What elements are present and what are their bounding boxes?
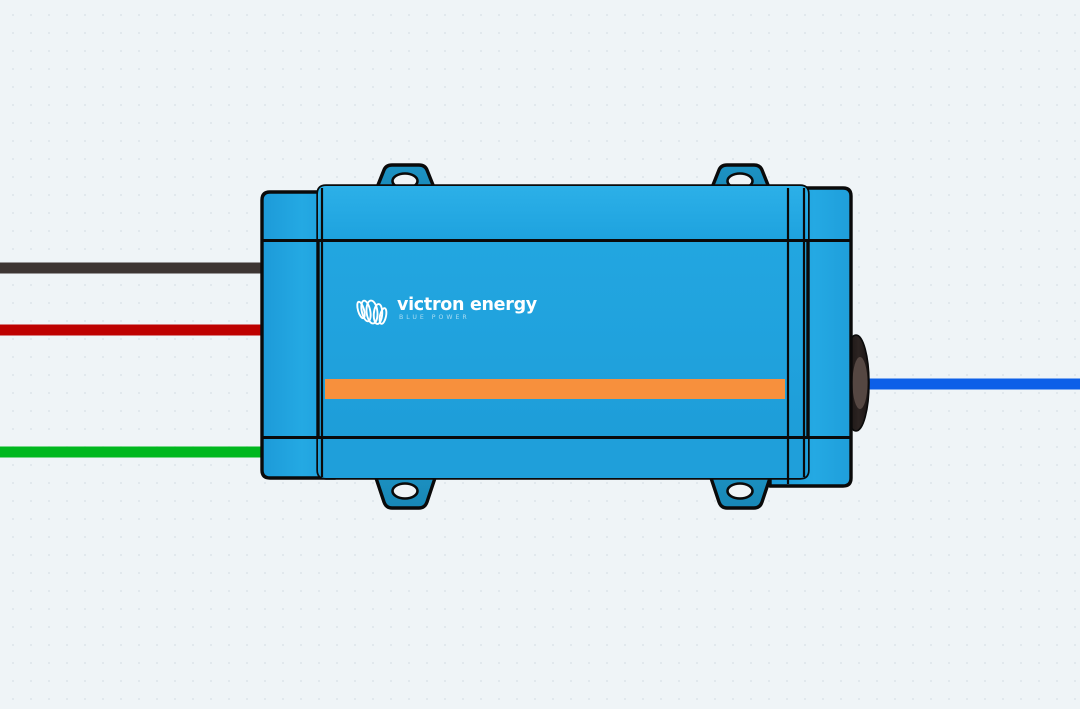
device-bottom-band <box>318 437 808 478</box>
accent-stripe <box>325 379 785 399</box>
mount-hole-bottom-left <box>391 482 419 500</box>
device-seam-lines <box>262 188 851 484</box>
cable-group-right <box>860 378 1080 390</box>
mount-hole-bottom-right <box>726 482 754 500</box>
cable-positive-dc <box>0 324 268 336</box>
device-main-body <box>316 184 810 480</box>
cable-ground <box>0 446 268 458</box>
cable-output-blue <box>860 378 1080 390</box>
cable-gland-bore <box>852 357 868 409</box>
device-top-band <box>318 186 808 240</box>
cable-negative-dc <box>0 262 268 274</box>
cable-group-left <box>0 262 268 458</box>
